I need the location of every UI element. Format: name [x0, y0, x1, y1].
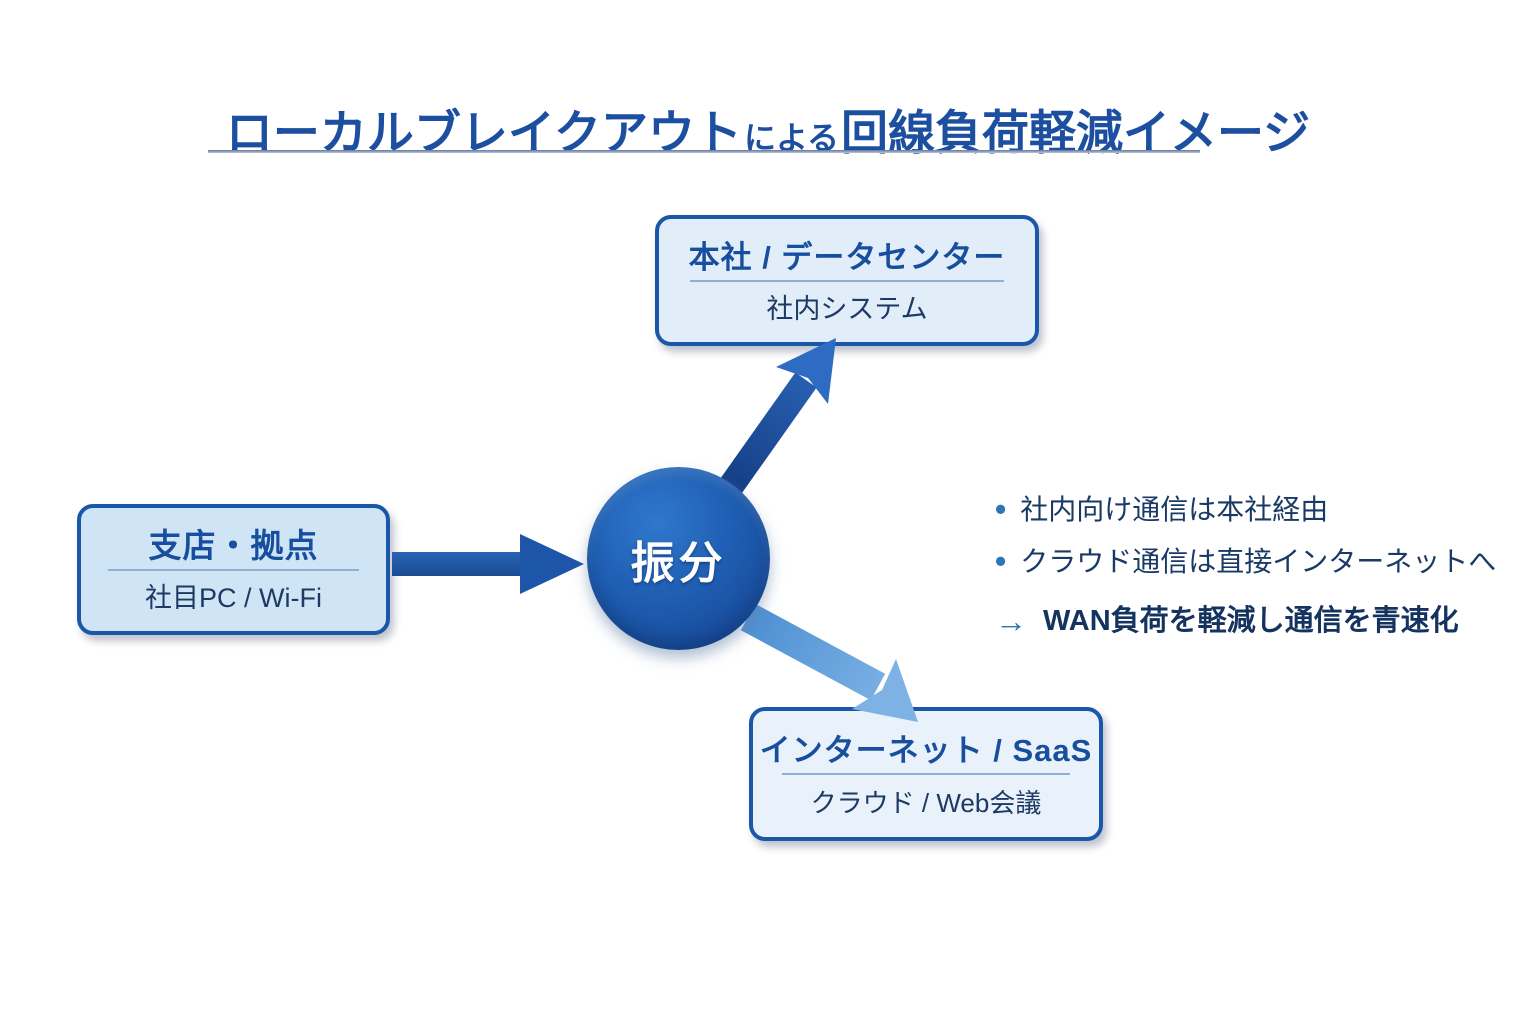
note-bullet-2: • クラウド通信は直接インターネットへ [995, 543, 1496, 580]
note-bullet-1: • 社内向け通信は本社経由 [995, 492, 1485, 528]
node-hq-datacenter: 本社 / データセンター 社内システム [655, 215, 1039, 346]
node-internet-title: インターネット / SaaS [759, 732, 1093, 768]
node-internet-subtitle: クラウド / Web会議 [810, 787, 1042, 818]
arrow-hub-to-hq-icon [720, 338, 836, 494]
title-underline [208, 150, 1200, 153]
right-arrow-icon: → [995, 603, 1027, 639]
note-conclusion: → WAN負荷を軽減し通信を青速化 [995, 601, 1485, 641]
node-branch-subtitle: 社目PC / Wi-Fi [145, 583, 322, 614]
hub-label: 振分 [630, 538, 727, 588]
node-hq-title: 本社 / データセンター [688, 239, 1006, 275]
node-hq-divider [690, 279, 1004, 282]
notes-panel: • 社内向け通信は本社経由 • クラウド通信は直接インターネットへ → WAN負… [995, 492, 1496, 641]
bullet-icon: • [995, 543, 1007, 579]
bullet-icon: • [995, 491, 1007, 527]
note-bullet-1-text: 社内向け通信は本社経由 [1020, 494, 1329, 525]
note-conclusion-text: WAN負荷を軽減し通信を青速化 [1043, 605, 1459, 637]
node-branch-title: 支店・拠点 [148, 527, 319, 565]
node-branch-divider [107, 568, 360, 571]
node-branch-office: 支店・拠点 社目PC / Wi-Fi [77, 504, 390, 635]
note-bullet-2-text: クラウド通信は直接インターネットへ [1020, 546, 1497, 577]
node-hq-subtitle: 社内システム [766, 294, 928, 325]
node-internet-saas: インターネット / SaaS クラウド / Web会議 [749, 707, 1103, 841]
node-internet-divider [782, 773, 1070, 775]
arrow-branch-to-hub-icon [392, 534, 584, 594]
hub-routing-circle: 振分 [587, 467, 770, 650]
page-title: ローカルブレイクアウトによる回線負荷軽減イメージ [0, 105, 1536, 166]
